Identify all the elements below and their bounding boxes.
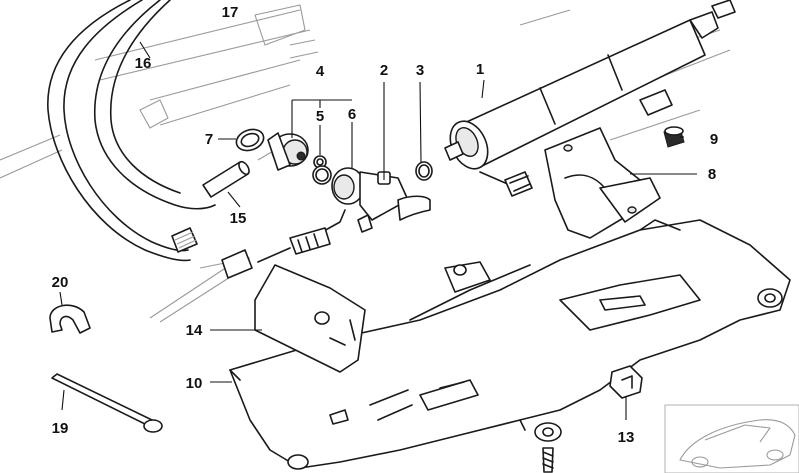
callout-15: 15 (230, 210, 247, 227)
callout-14: 14 (186, 322, 203, 339)
callout-20: 20 (52, 274, 69, 291)
clip-ring-7 (235, 128, 265, 152)
callout-5: 5 (316, 108, 324, 125)
callout-10: 10 (186, 375, 203, 392)
seal-ring-6 (312, 165, 332, 185)
fuel-line-connectors (221, 89, 673, 279)
callout-1: 1 (476, 61, 484, 78)
callout-19: 19 (52, 420, 69, 437)
cable-tie-19 (51, 373, 163, 433)
callout-16: 16 (135, 55, 152, 72)
callout-6: 6 (348, 106, 356, 123)
fuel-filter (444, 0, 736, 186)
clip-nut-13 (609, 365, 643, 399)
pressure-regulator (257, 132, 309, 171)
grommet-9 (663, 126, 685, 148)
bracket-8 (544, 127, 661, 239)
hose-piece-15 (202, 160, 250, 198)
callout-4: 4 (316, 63, 325, 80)
callout-8: 8 (708, 166, 716, 183)
callout-7: 7 (205, 131, 213, 148)
callout-3: 3 (416, 62, 424, 79)
regulator-housing (317, 167, 431, 243)
callout-13: 13 (618, 429, 635, 446)
callout-17: 17 (222, 4, 239, 21)
callout-2: 2 (380, 62, 388, 79)
screw (542, 447, 554, 473)
ring-3 (415, 161, 433, 181)
callout-labels: 1 2 3 4 5 6 7 8 9 10 13 14 15 16 17 19 2… (52, 4, 719, 446)
callout-9: 9 (710, 131, 718, 148)
clip-20 (49, 304, 91, 334)
leader-lines (59, 41, 697, 420)
car-thumbnail (664, 404, 799, 473)
fuel-hose-assembly (47, 0, 216, 262)
protection-plate-14 (254, 264, 366, 373)
heat-shield-10 (229, 219, 791, 470)
